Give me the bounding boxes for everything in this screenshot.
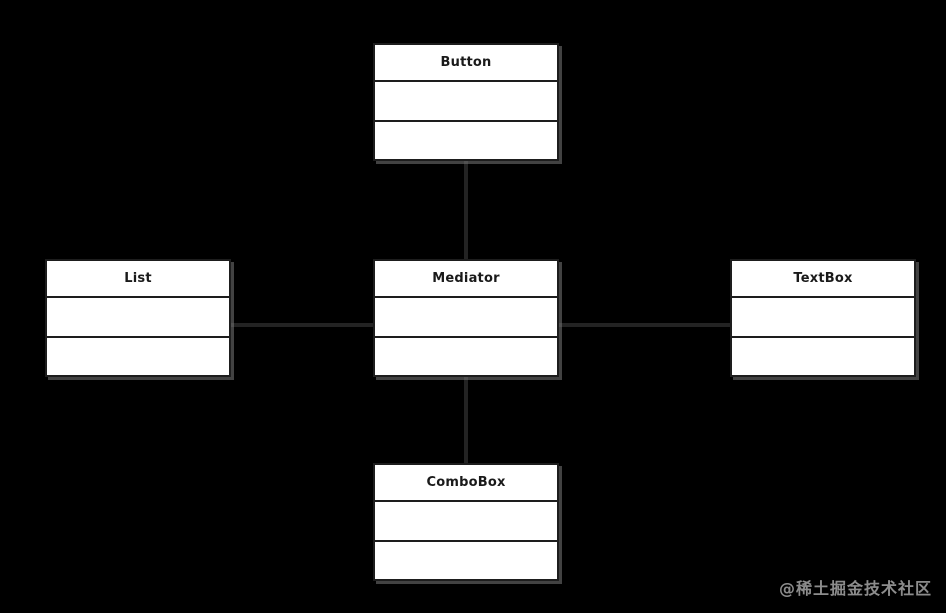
uml-attributes-compartment bbox=[375, 502, 557, 542]
uml-class-combobox[interactable]: ComboBox bbox=[373, 463, 559, 581]
uml-attributes-compartment bbox=[47, 298, 229, 338]
uml-attributes-compartment bbox=[375, 298, 557, 338]
watermark-text: @稀土掘金技术社区 bbox=[778, 579, 932, 598]
uml-attributes-compartment bbox=[732, 298, 914, 338]
connector-button-mediator bbox=[464, 161, 468, 259]
uml-class-name: TextBox bbox=[732, 261, 914, 298]
uml-class-name: List bbox=[47, 261, 229, 298]
uml-class-mediator[interactable]: Mediator bbox=[373, 259, 559, 377]
uml-operations-compartment bbox=[375, 338, 557, 375]
uml-class-button[interactable]: Button bbox=[373, 43, 559, 161]
uml-operations-compartment bbox=[375, 542, 557, 579]
uml-class-list[interactable]: List bbox=[45, 259, 231, 377]
uml-operations-compartment bbox=[47, 338, 229, 375]
uml-class-name: ComboBox bbox=[375, 465, 557, 502]
connector-list-mediator bbox=[231, 323, 373, 327]
uml-class-name: Button bbox=[375, 45, 557, 82]
connector-mediator-textbox bbox=[559, 323, 730, 327]
connector-mediator-combobox bbox=[464, 377, 468, 463]
uml-class-name: Mediator bbox=[375, 261, 557, 298]
uml-operations-compartment bbox=[732, 338, 914, 375]
uml-class-textbox[interactable]: TextBox bbox=[730, 259, 916, 377]
uml-attributes-compartment bbox=[375, 82, 557, 122]
uml-operations-compartment bbox=[375, 122, 557, 159]
